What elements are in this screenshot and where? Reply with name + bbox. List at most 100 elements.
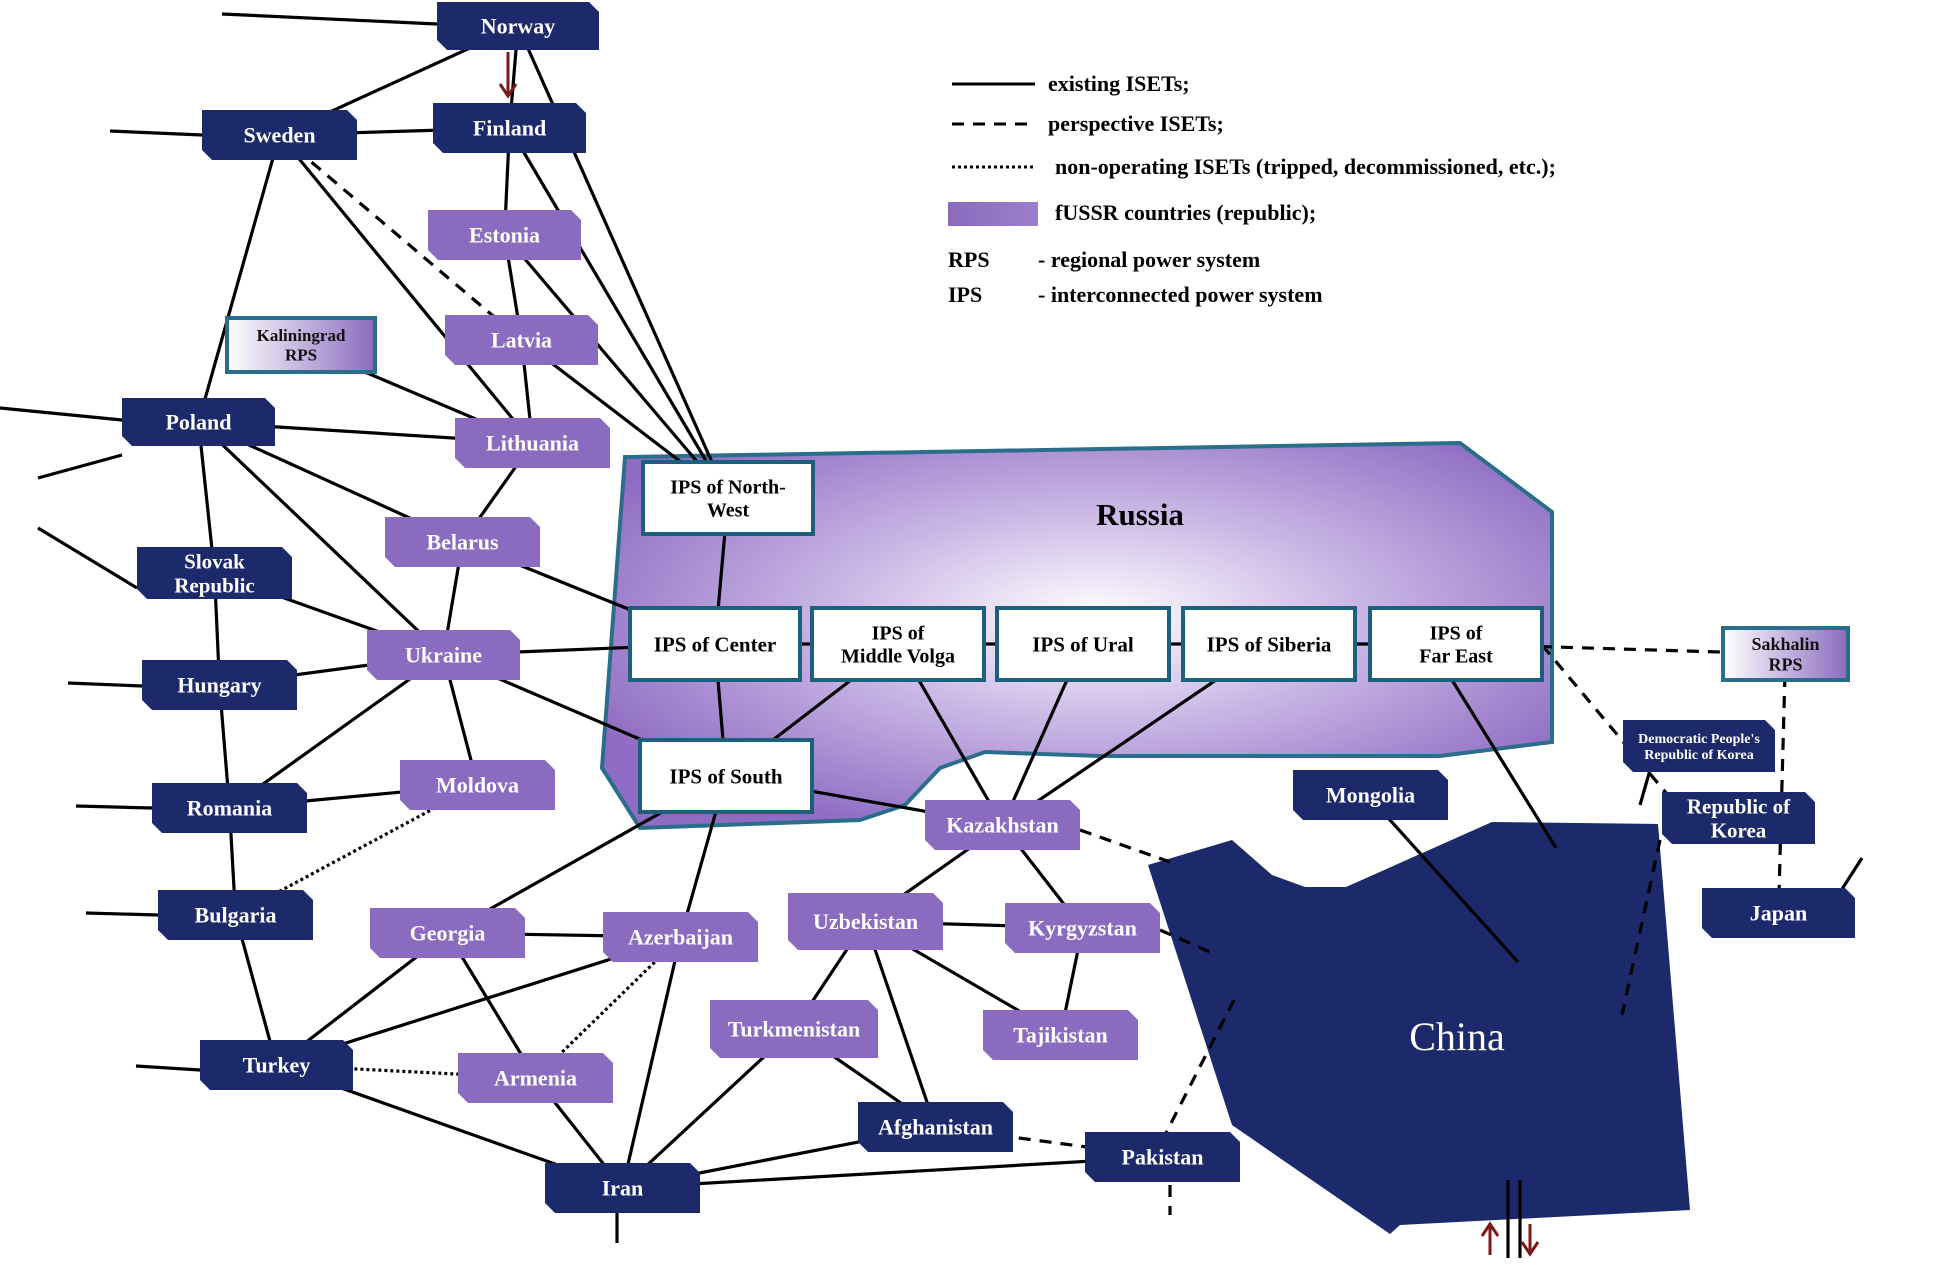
edge-stub [135, 1064, 201, 1072]
legend-ips-abbr: IPS [948, 282, 982, 307]
edge-stub [75, 804, 153, 810]
node-label: Kaliningrad [257, 326, 346, 345]
edge-stub [85, 911, 159, 917]
node-armenia: Armenia [458, 1053, 613, 1103]
russia-label: Russia [1096, 497, 1184, 532]
node-label: Far East [1419, 646, 1493, 668]
edge-sweden-lithuania [278, 133, 534, 445]
node-label: Georgia [410, 921, 486, 946]
arrow-china-up-icon [1480, 1221, 1500, 1255]
node-label: Ukraine [405, 643, 482, 668]
node-label: Iran [602, 1176, 644, 1201]
node-uzbekistan: Uzbekistan [788, 893, 943, 950]
edge-stub [37, 526, 138, 590]
node-label: Finland [473, 116, 546, 141]
node-romania: Romania [152, 783, 307, 833]
edge-stub [1159, 928, 1211, 954]
node-kazakhstan: Kazakhstan [925, 800, 1080, 850]
china-label: China [1409, 1014, 1505, 1059]
node-hungary: Hungary [142, 660, 297, 710]
node-label: Tajikistan [1013, 1023, 1108, 1048]
node-label: West [707, 500, 750, 522]
node-mongolia: Mongolia [1293, 770, 1448, 820]
china-region [1148, 822, 1690, 1234]
node-label: Japan [1750, 901, 1807, 926]
edge-azerbaijan-iran [620, 936, 683, 1189]
edge-stub [1450, 679, 1558, 849]
node-norway: Norway [437, 2, 599, 50]
node-ips-nw: IPS of North-West [641, 460, 815, 536]
edge-stub [37, 453, 123, 480]
node-ips-ural: IPS of Ural [995, 606, 1171, 682]
legend-rps-text: - regional power system [1038, 247, 1260, 272]
node-latvia: Latvia [445, 315, 598, 365]
node-label: Kazakhstan [946, 813, 1058, 838]
edge-stub [1370, 798, 1520, 964]
node-label: Bulgaria [195, 903, 277, 928]
node-label: Korea [1711, 818, 1767, 842]
node-sweden: Sweden [202, 110, 357, 160]
node-label: Pakistan [1122, 1145, 1204, 1170]
node-label: Poland [165, 410, 231, 435]
edge-stub [221, 12, 438, 26]
node-label: Moldova [436, 773, 519, 798]
edge-finland-ips_nw [508, 127, 730, 499]
edge-stub [0, 406, 123, 422]
edge-uzbekistan-afghanistan [863, 920, 938, 1128]
node-label: Afghanistan [878, 1115, 993, 1140]
node-bulgaria: Bulgaria [158, 890, 313, 940]
node-ukraine: Ukraine [367, 630, 520, 680]
edge-sweden-latvia [278, 133, 523, 342]
edge-stub [1620, 839, 1662, 1016]
node-label: Romania [187, 796, 273, 821]
node-label: Uzbekistan [813, 909, 918, 934]
node-label: Sakhalin [1751, 634, 1819, 654]
node-label: Kyrgyzstan [1028, 916, 1137, 941]
node-label: Mongolia [1326, 783, 1415, 808]
edge-stub [1163, 999, 1236, 1136]
node-label: IPS of [872, 623, 925, 645]
node-azerbaijan: Azerbaijan [603, 912, 758, 962]
node-georgia: Georgia [370, 908, 525, 958]
node-label: Middle Volga [841, 646, 955, 668]
edge-iran-pakistan [622, 1155, 1163, 1190]
node-label: IPS of Ural [1032, 632, 1134, 656]
node-label: IPS of North- [670, 477, 786, 499]
node-label: Democratic People's [1638, 732, 1760, 747]
edge-sweden-poland [196, 134, 282, 423]
node-label: Estonia [469, 223, 540, 248]
node-label: RPS [285, 346, 317, 365]
node-kyrgyzstan: Kyrgyzstan [1005, 903, 1160, 953]
node-label: Hungary [177, 673, 261, 698]
node-label: Turkmenistan [728, 1017, 860, 1042]
node-label: Slovak [184, 549, 245, 573]
arrow-norway-icon [498, 52, 518, 99]
node-moldova: Moldova [400, 760, 555, 810]
node-label: Armenia [494, 1066, 577, 1091]
node-tajikistan: Tajikistan [983, 1010, 1138, 1060]
arrow-china-down-icon [1520, 1224, 1540, 1257]
node-afghanistan: Afghanistan [858, 1102, 1013, 1152]
node-label: IPS of Center [654, 632, 776, 656]
node-lithuania: Lithuania [455, 418, 610, 468]
node-finland: Finland [433, 103, 586, 153]
node-poland: Poland [122, 398, 275, 446]
node-label: Norway [481, 14, 556, 39]
node-label: IPS of Siberia [1207, 632, 1332, 656]
edge-stub [109, 129, 203, 137]
node-label: Turkey [243, 1053, 311, 1078]
node-pakistan: Pakistan [1085, 1132, 1240, 1182]
legend: existing ISETs;perspective ISETs;non-ope… [948, 71, 1556, 307]
node-estonia: Estonia [428, 210, 581, 260]
legend-text-existing: existing ISETs; [1048, 71, 1190, 96]
legend-ips-text: - interconnected power system [1038, 282, 1323, 307]
edge-ukraine-romania [228, 653, 445, 810]
